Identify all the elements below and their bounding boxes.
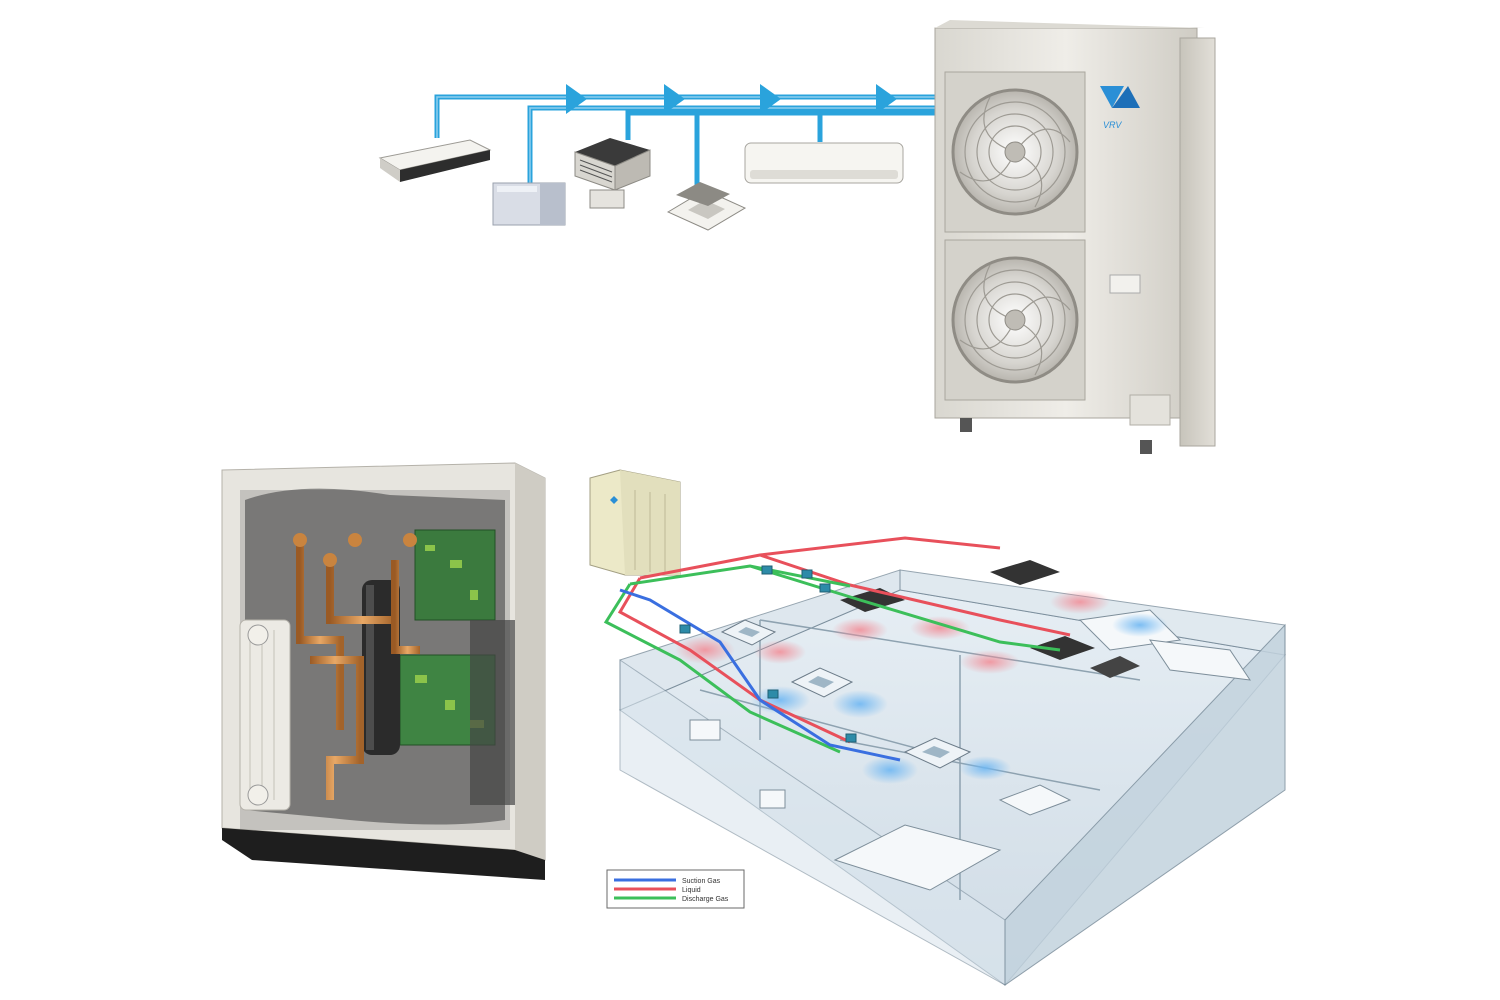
building-cutaway-icon — [618, 560, 1286, 986]
ducted-unit-icon — [574, 138, 651, 209]
ceiling-suspended-unit-icon — [378, 139, 492, 182]
cassette-unit-icon — [790, 667, 854, 698]
legend-label-suction: Suction Gas — [682, 878, 721, 885]
suction-gas-line — [619, 588, 901, 762]
outdoor-unit-icon: VRV — [934, 20, 1216, 454]
flow-arrow-icon — [760, 84, 781, 114]
outdoor-unit-icon — [589, 469, 681, 576]
pipe-legend: Suction Gas Liquid Discharge Gas — [606, 869, 745, 909]
fan-icon — [944, 71, 1086, 233]
cassette-unit-icon — [903, 737, 972, 769]
flow-arrow-icon — [566, 84, 587, 114]
vrv-badge: VRV — [1103, 120, 1122, 130]
flow-arrow-icon — [664, 84, 685, 114]
warm-airflow — [675, 590, 1110, 674]
heat-exchanger-panel — [239, 619, 291, 811]
cassette-unit-icon — [720, 619, 777, 646]
flow-arrow-icon — [876, 84, 897, 114]
legend-label-discharge: Discharge Gas — [682, 896, 729, 903]
wall-mounted-unit-icon — [744, 142, 904, 184]
conference-table — [833, 824, 1002, 891]
branch-selector-boxes — [679, 565, 857, 743]
service-panel — [1109, 274, 1141, 294]
flow-arrows — [566, 84, 897, 114]
heat-recovery-unit-icon — [221, 462, 546, 880]
circuit-board — [414, 529, 496, 621]
legend-label-liquid: Liquid — [682, 887, 701, 894]
floor-standing-unit-icon — [492, 182, 566, 226]
fan-icon — [944, 239, 1086, 401]
cassette-unit-icon — [666, 182, 747, 231]
cool-airflow — [750, 613, 1168, 784]
copper-piping — [296, 540, 420, 800]
daikin-logo-icon — [1100, 86, 1140, 108]
discharge-gas-line — [603, 564, 1061, 754]
